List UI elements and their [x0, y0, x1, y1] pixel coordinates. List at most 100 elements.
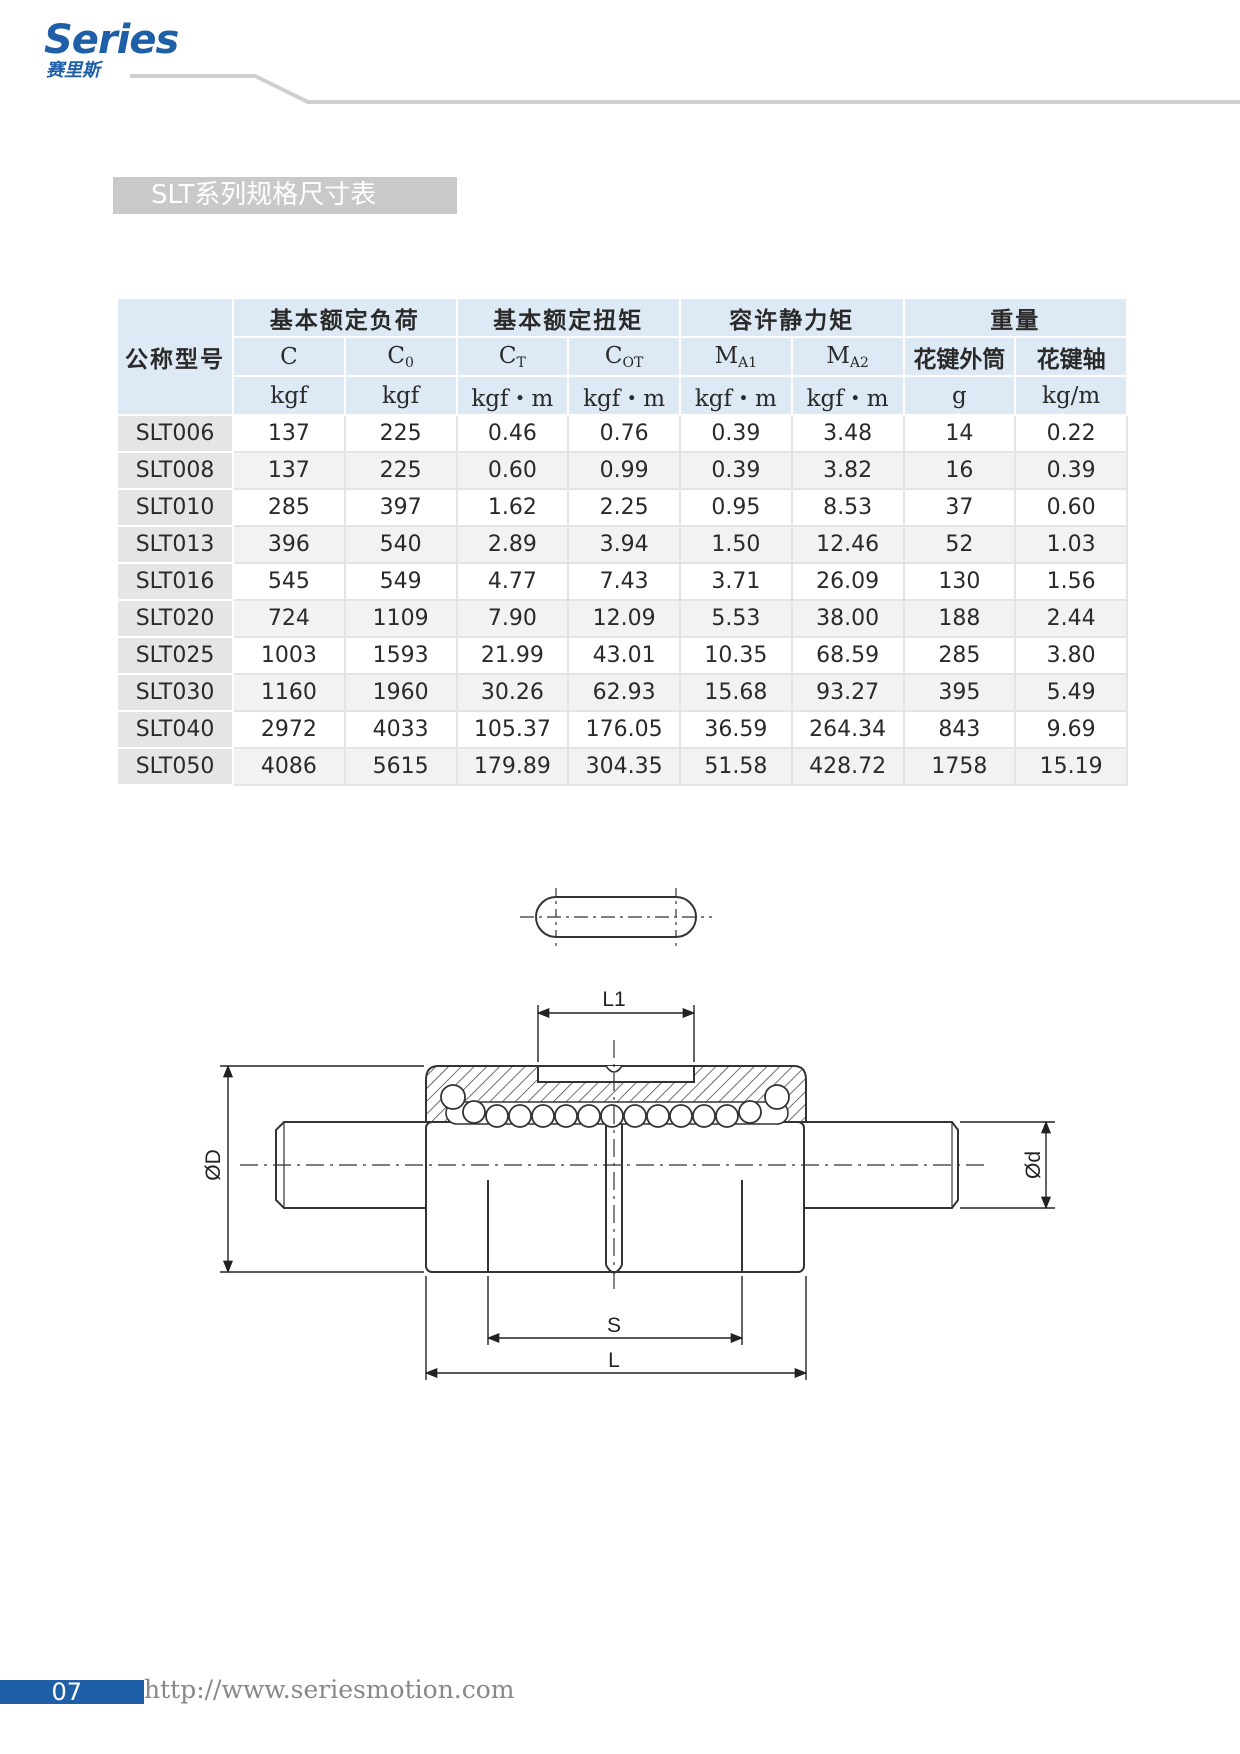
value-cell: 5.53: [679, 599, 793, 638]
value-cell: 10.35: [679, 636, 793, 675]
group-header-rated-torque: 基本额定扭矩: [455, 297, 681, 338]
value-cell: 540: [343, 525, 458, 564]
value-cell: 51.58: [679, 747, 793, 786]
symbol-header-2: CT: [455, 336, 570, 377]
value-cell: 12.09: [567, 599, 681, 638]
value-cell: 8.53: [790, 488, 905, 527]
symbol-base: C: [280, 343, 298, 370]
unit-header-4: kgf・m: [679, 375, 793, 416]
label-S: S: [607, 1314, 621, 1337]
unit-header-0: kgf: [232, 375, 346, 416]
value-cell: 3.80: [1014, 636, 1128, 675]
value-cell: 38.00: [790, 599, 905, 638]
value-cell: 176.05: [567, 710, 681, 749]
symbol-subscript: A1: [738, 354, 758, 371]
value-cell: 12.46: [790, 525, 905, 564]
value-cell: 1960: [343, 673, 458, 712]
value-cell: 2.25: [567, 488, 681, 527]
value-cell: 0.60: [1014, 488, 1128, 527]
unit-header-3: kgf・m: [567, 375, 681, 416]
model-cell: SLT010: [116, 488, 234, 527]
model-header: 公称型号: [116, 297, 234, 416]
value-cell: 549: [343, 562, 458, 601]
value-cell: 264.34: [790, 710, 905, 749]
value-cell: 21.99: [455, 636, 570, 675]
unit-header-1: kgf: [343, 375, 458, 416]
value-cell: 843: [902, 710, 1017, 749]
unit-header-5: kgf・m: [790, 375, 905, 416]
symbol-header-1: C0: [343, 336, 458, 377]
unit-header-2: kgf・m: [455, 375, 570, 416]
value-cell: 304.35: [567, 747, 681, 786]
symbol-header-3: COT: [567, 336, 681, 377]
value-cell: 3.82: [790, 451, 905, 490]
value-cell: 9.69: [1014, 710, 1128, 749]
value-cell: 3.94: [567, 525, 681, 564]
value-cell: 16: [902, 451, 1017, 490]
value-cell: 225: [343, 414, 458, 453]
section-title: SLT系列规格尺寸表: [113, 177, 457, 214]
group-header-weight: 重量: [902, 297, 1128, 338]
model-cell: SLT013: [116, 525, 234, 564]
header-divider: [130, 74, 1240, 104]
symbol-header-0: C: [232, 336, 346, 377]
value-cell: 37: [902, 488, 1017, 527]
value-cell: 137: [232, 414, 346, 453]
symbol-subscript: 0: [404, 354, 414, 371]
group-header-rated-load: 基本额定负荷: [232, 297, 458, 338]
model-cell: SLT016: [116, 562, 234, 601]
value-cell: 5.49: [1014, 673, 1128, 712]
value-cell: 396: [232, 525, 346, 564]
value-cell: 724: [232, 599, 346, 638]
value-cell: 15.19: [1014, 747, 1128, 786]
symbol-base: M: [826, 342, 850, 369]
centerlines: [240, 1040, 990, 1290]
symbol-header-4: MA1: [679, 336, 793, 377]
page-number: 07: [0, 1680, 144, 1704]
value-cell: 68.59: [790, 636, 905, 675]
value-cell: 0.39: [1014, 451, 1128, 490]
value-cell: 1.03: [1014, 525, 1128, 564]
value-cell: 2972: [232, 710, 346, 749]
logo-wordmark: Series: [44, 17, 179, 63]
value-cell: 188: [902, 599, 1017, 638]
value-cell: 545: [232, 562, 346, 601]
value-cell: 3.71: [679, 562, 793, 601]
symbol-base: C: [604, 342, 623, 369]
symbol-base: M: [714, 342, 739, 369]
symbol-subscript: A2: [849, 354, 869, 371]
value-cell: 7.90: [455, 599, 570, 638]
model-cell: SLT008: [116, 451, 234, 490]
value-cell: 1109: [343, 599, 458, 638]
value-cell: 0.39: [679, 451, 793, 490]
key-top-view: [520, 888, 712, 948]
symbol-subscript: T: [516, 354, 526, 371]
value-cell: 7.43: [567, 562, 681, 601]
label-L: L: [608, 1349, 620, 1372]
symbol-base: 花键外筒: [913, 345, 1006, 373]
model-cell: SLT050: [116, 747, 234, 786]
model-cell: SLT030: [116, 673, 234, 712]
value-cell: 1160: [232, 673, 346, 712]
value-cell: 30.26: [455, 673, 570, 712]
model-cell: SLT020: [116, 599, 234, 638]
value-cell: 285: [902, 636, 1017, 675]
dimension-labels: L1 S L ØD Ød: [202, 988, 1045, 1372]
value-cell: 4.77: [455, 562, 570, 601]
value-cell: 5615: [343, 747, 458, 786]
value-cell: 1.62: [455, 488, 570, 527]
symbol-base: 花键轴: [1036, 345, 1106, 373]
value-cell: 52: [902, 525, 1017, 564]
